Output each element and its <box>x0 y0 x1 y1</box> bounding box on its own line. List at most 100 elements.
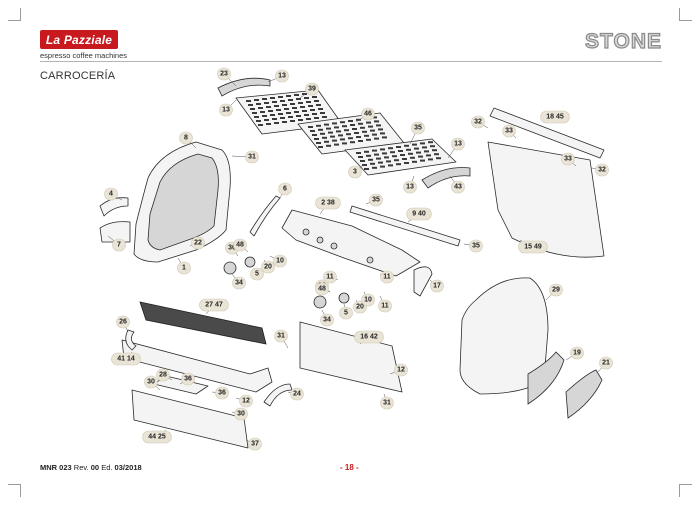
callout-bubble <box>320 313 334 327</box>
callout-bubble <box>177 261 191 275</box>
callout-bubble <box>394 363 408 377</box>
part-number-callout: 43 <box>454 184 462 191</box>
part-number-callout: 33 <box>505 128 513 135</box>
part-number-callout: 9 40 <box>412 211 426 218</box>
part-number-callout: 34 <box>235 280 243 287</box>
part-number-callout: 11 <box>383 274 391 281</box>
callout-bubble <box>378 299 392 313</box>
callout-bubble <box>219 103 233 117</box>
callout-bubble <box>248 437 262 451</box>
part-number-callout: 26 <box>119 319 127 326</box>
part-number-callout: 20 <box>264 264 272 271</box>
part-number-callout: 30 <box>147 379 155 386</box>
callout-bubble <box>104 187 118 201</box>
part-number-callout: 30 <box>228 245 236 252</box>
callout-bubble <box>315 196 341 210</box>
part-number-callout: 6 <box>283 186 287 193</box>
shell-trim-19 <box>527 351 565 405</box>
part-number-callout: 48 <box>318 286 326 293</box>
brand-logo-text: La Pazziale <box>45 32 113 47</box>
part-number-callout: 3 <box>353 169 357 176</box>
knob-5-left <box>244 256 256 268</box>
part-number-callout: 48 <box>236 242 244 249</box>
model-name: STONE <box>584 29 662 53</box>
support-rod-6 <box>249 195 281 237</box>
callout-bubble <box>232 276 246 290</box>
callout-bubble <box>290 387 304 401</box>
cup-tray-grille-35 <box>344 138 457 176</box>
brand-logo: La Pazziale <box>40 30 118 49</box>
part-number-callout: 23 <box>220 71 228 78</box>
document-code: MNR 023 Rev. 00 Ed. 03/2018 <box>40 463 142 472</box>
front-base-44-25 <box>131 389 249 449</box>
callout-bubble <box>323 270 337 284</box>
part-number-callout: 11 <box>381 303 389 310</box>
part-number-callout: 27 47 <box>205 302 223 309</box>
part-number-callout: 32 <box>598 167 606 174</box>
callout-bubble <box>111 352 141 366</box>
callout-bubble <box>561 152 575 166</box>
section-title: CARROCERÍA <box>40 70 116 82</box>
crop-mark-top-left <box>8 8 21 21</box>
part-number-callout: 4 <box>109 191 113 198</box>
front-plate-16-42 <box>299 321 403 393</box>
part-number-callout: 41 14 <box>117 356 135 363</box>
callout-bubble <box>179 131 193 145</box>
part-number-callout: 2 38 <box>321 200 335 207</box>
control-panel-2-38 <box>281 209 421 277</box>
callout-bubble <box>471 115 485 129</box>
part-number-callout: 15 49 <box>524 244 542 251</box>
part-number-callout: 24 <box>293 391 301 398</box>
side-trim-4 <box>99 197 129 217</box>
side-rod-24 <box>263 383 293 407</box>
side-rod-26 <box>125 329 137 351</box>
callout-bubble <box>430 279 444 293</box>
part-number-callout: 28 <box>159 372 167 379</box>
callout-bubble <box>406 207 432 221</box>
part-number-callout: 19 <box>573 350 581 357</box>
right-shell-29 <box>459 277 549 395</box>
part-number-callout: 13 <box>454 141 462 148</box>
crop-mark-bottom-right <box>679 484 692 497</box>
callout-bubble <box>274 329 288 343</box>
crop-mark-bottom-left <box>8 484 21 497</box>
part-number-callout: 8 <box>184 135 188 142</box>
part-number-callout: 30 <box>237 411 245 418</box>
callout-bubble <box>112 238 126 252</box>
base-plate-36 <box>153 375 209 395</box>
crop-mark-top-right <box>679 8 692 21</box>
part-number-callout: 13 <box>278 73 286 80</box>
callout-bubble <box>380 396 394 410</box>
callout-bubble <box>502 124 516 138</box>
part-number-callout: 34 <box>323 317 331 324</box>
callout-bubble <box>403 180 417 194</box>
callout-bubble <box>144 375 158 389</box>
part-number-callout: 33 <box>564 156 572 163</box>
callout-bubble <box>348 165 362 179</box>
part-number-callout: 36 <box>218 390 226 397</box>
callout-bubble <box>315 282 329 296</box>
callout-bubble <box>361 107 375 121</box>
part-number-callout: 1 <box>182 265 186 272</box>
callout-bubble <box>518 240 548 254</box>
callout-bubble <box>570 346 584 360</box>
callout-bubble <box>142 430 172 444</box>
part-number-callout: 31 <box>248 154 256 161</box>
callout-bubble <box>239 394 253 408</box>
rear-panel-15-49 <box>487 141 605 258</box>
part-number-callout: 39 <box>308 86 316 93</box>
part-number-callout: 7 <box>117 242 121 249</box>
callout-bubble <box>469 239 483 253</box>
part-number-callout: 32 <box>474 119 482 126</box>
callout-bubble <box>116 315 130 329</box>
callout-bubble <box>305 82 319 96</box>
top-rear-bar-18-45 <box>489 107 605 159</box>
callout-bubble <box>234 407 248 421</box>
part-number-callout: 21 <box>602 360 610 367</box>
callout-bubble <box>599 356 613 370</box>
callout-bubble <box>451 180 465 194</box>
callout-bubble <box>540 110 570 124</box>
part-number-callout: 10 <box>276 258 284 265</box>
callout-bubble <box>411 121 425 135</box>
